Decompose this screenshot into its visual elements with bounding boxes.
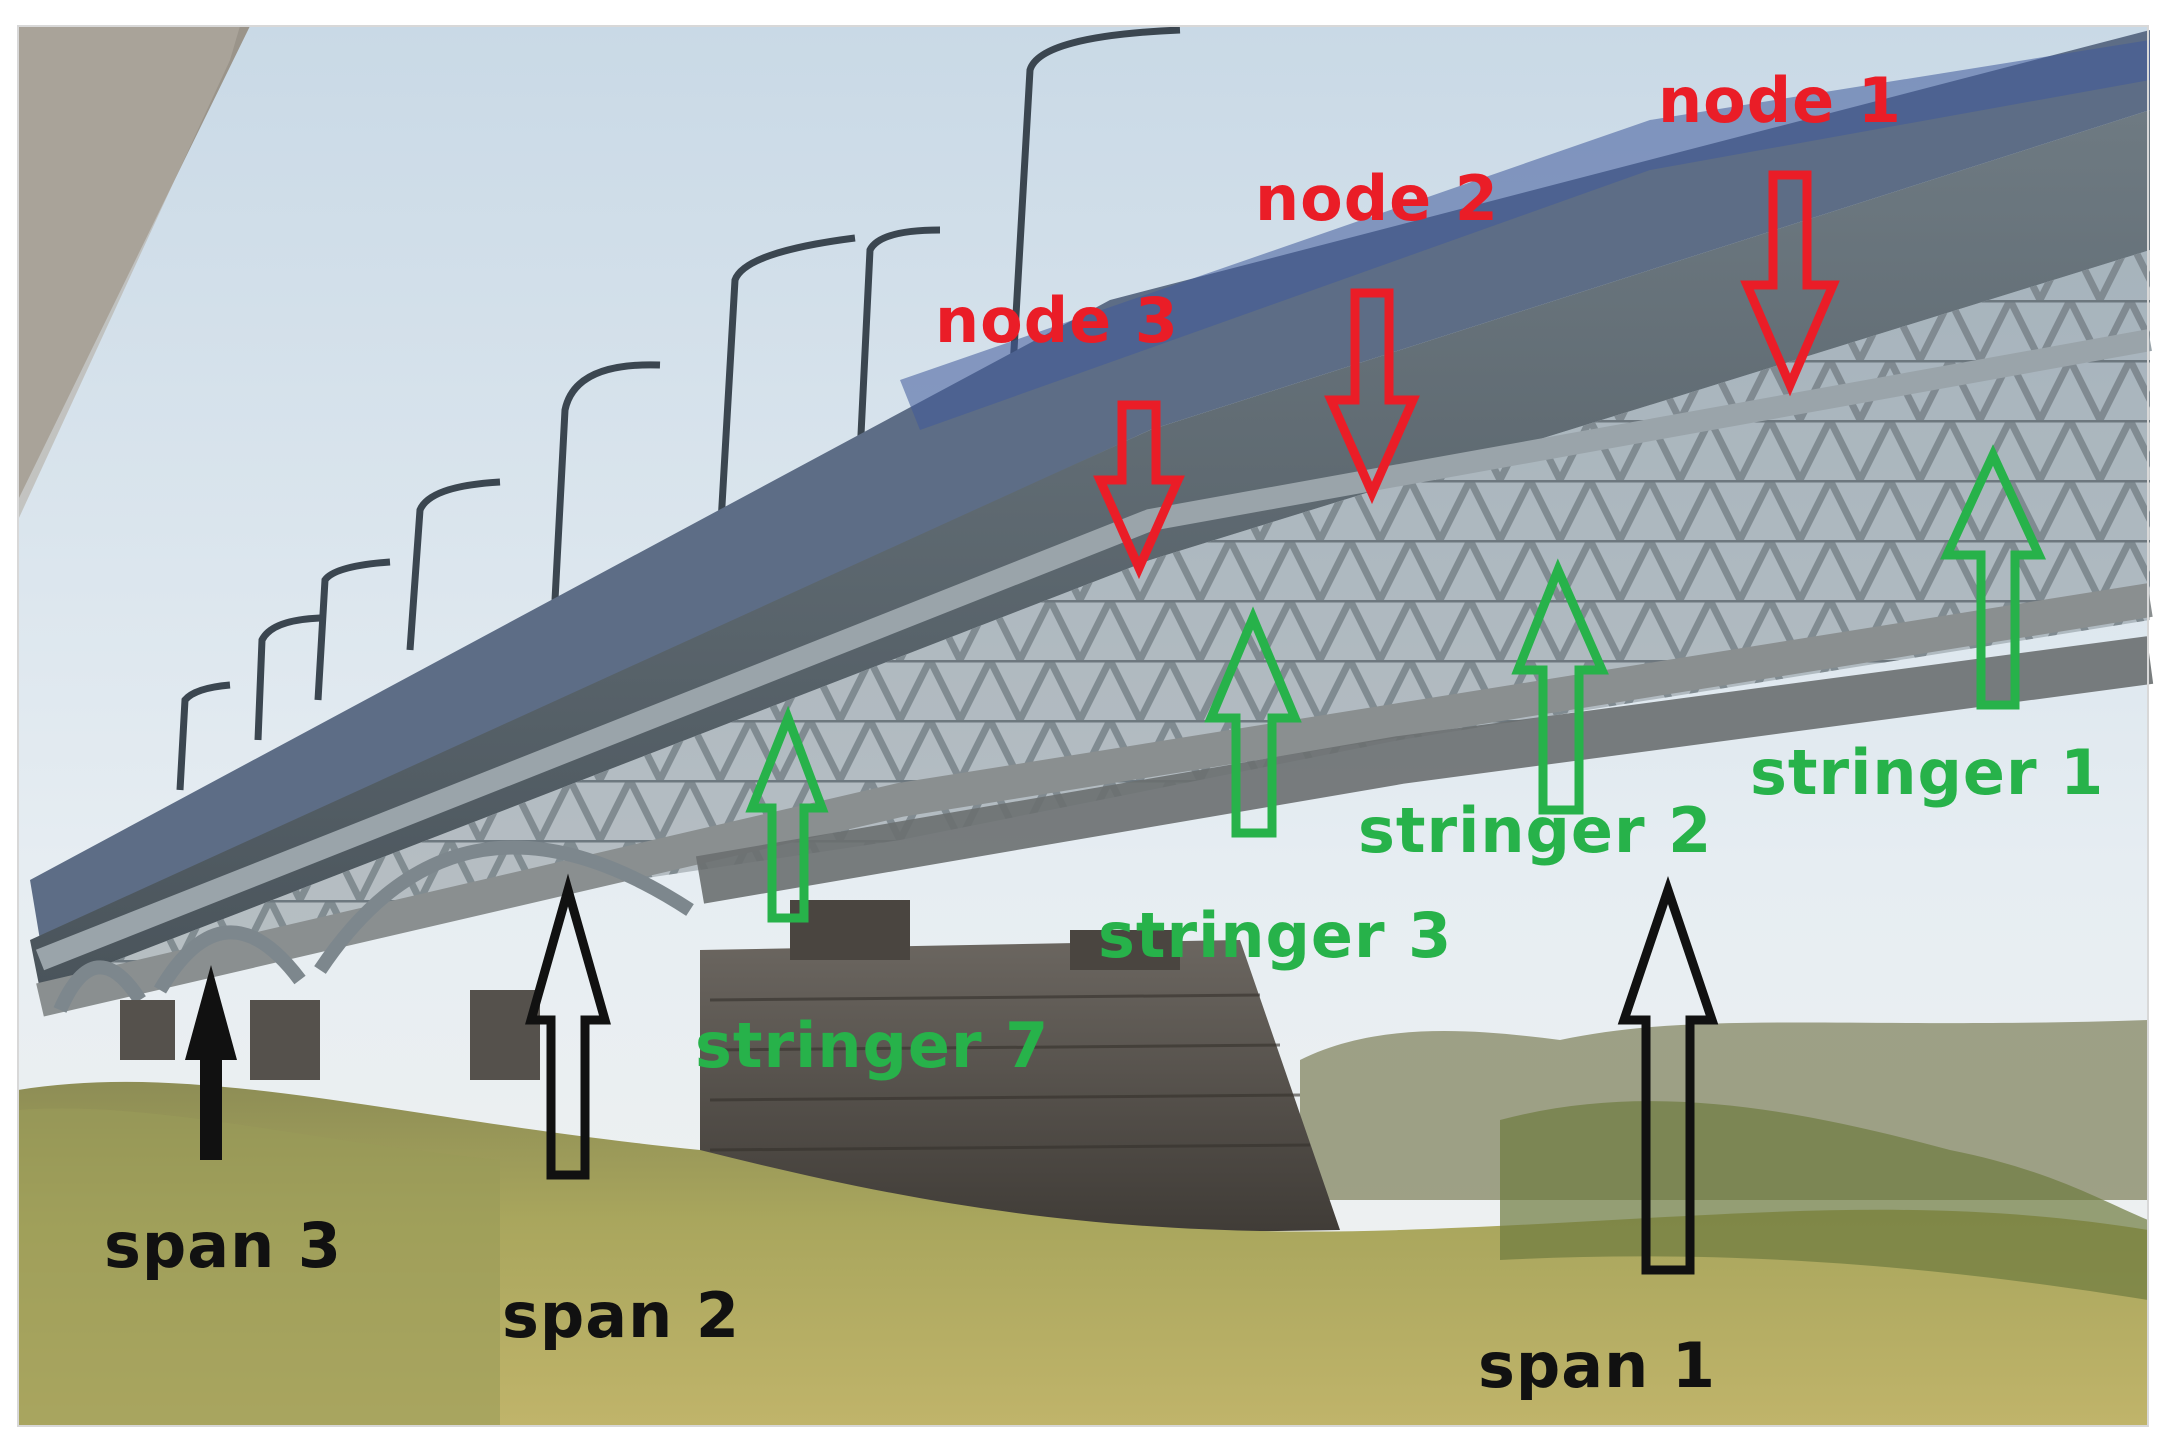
- image-border: [17, 25, 2149, 1427]
- span-2-arrow: [525, 873, 611, 1180]
- bushes: [1500, 1101, 2148, 1300]
- node-1-label: node 1: [1658, 64, 1902, 137]
- arches: [53, 840, 694, 1013]
- stringer-2-arrow: [1511, 558, 1609, 815]
- node-3-label: node 3: [935, 284, 1179, 357]
- span-3-arrow: [185, 965, 237, 1160]
- stringer-3-label: stringer 3: [1098, 899, 1453, 972]
- stringer-7-label: stringer 7: [695, 1009, 1050, 1082]
- span-1-label: span 1: [1478, 1329, 1716, 1402]
- stringer-beam-upper: [35, 329, 2152, 971]
- pier-span-3: [250, 1000, 320, 1080]
- node-3-arrow: [1093, 400, 1185, 580]
- lamp-posts: [176, 26, 1181, 791]
- stringer-beam-lower: [36, 583, 2153, 1017]
- stringer-1-label: stringer 1: [1750, 736, 2105, 809]
- bridge-railing: [30, 30, 2150, 940]
- stringer-2-label: stringer 2: [1358, 794, 1713, 867]
- stringer-7-arrow: [745, 705, 829, 923]
- span-2-label: span 2: [502, 1279, 740, 1352]
- stringer-1-arrow: [1939, 444, 2047, 710]
- node-1-arrow: [1740, 170, 1840, 397]
- stringer-3-arrow: [1204, 606, 1302, 838]
- span-1-arrow: [1617, 875, 1719, 1275]
- node-2-arrow: [1324, 288, 1420, 505]
- node-2-label: node 2: [1255, 162, 1499, 235]
- main-pier: [700, 940, 1340, 1240]
- annotation-arrows: [525, 170, 2047, 1275]
- pier-span-2: [470, 990, 540, 1080]
- span-3-label: span 3: [104, 1209, 342, 1282]
